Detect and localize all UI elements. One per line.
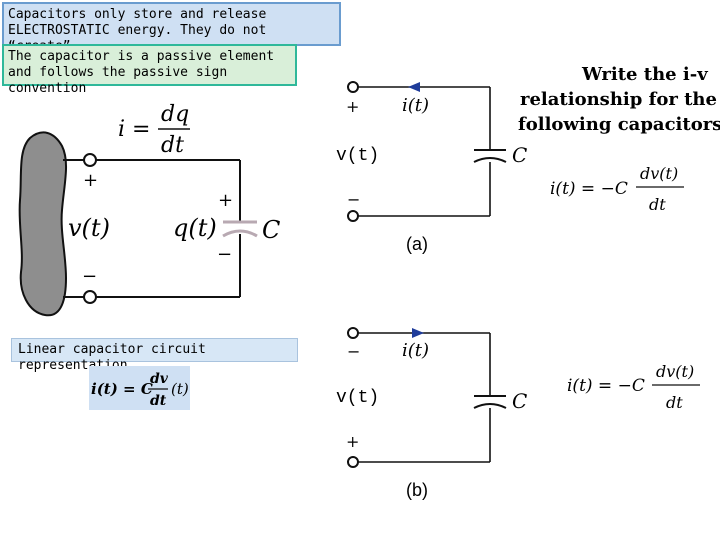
circuit-b-plus: +: [346, 432, 359, 451]
capacitor-minus: −: [217, 244, 232, 265]
circuit-a-voltage-label: v(t): [336, 146, 379, 166]
prompt-line2: relationship for the: [520, 89, 717, 110]
circuit-b-minus: −: [347, 342, 360, 361]
circuit-b-capacitor-plate-bottom: [473, 403, 507, 409]
eq-dt: dt: [161, 133, 184, 158]
linear-eq-rhs: (t): [171, 380, 189, 398]
circuit-a-terminal-top: [347, 81, 359, 93]
answer-a-den: dt: [649, 195, 666, 214]
answer-b-equation: i(t) = −C dv(t) dt: [567, 362, 700, 412]
passive-element-note: The capacitor is a passive element and f…: [2, 44, 297, 96]
electrostatic-note: Capacitors only store and release ELECTR…: [2, 2, 341, 54]
circuit-b-capacitor-label: C: [512, 389, 527, 413]
circuit-a: + i(t) v(t) − C (a): [336, 81, 527, 254]
linear-eq-dt: dt: [150, 393, 167, 409]
circuit-b-caption: (b): [406, 480, 428, 500]
left-terminal-top: [83, 153, 97, 167]
left-terminal-bottom: [83, 290, 97, 304]
prompt-line3: following capacitors.: [518, 114, 720, 135]
circuit-b-terminal-top: [347, 327, 359, 339]
answer-a-lhs: i(t) = −C: [550, 179, 628, 199]
circuit-a-capacitor-plate-bottom: [473, 157, 507, 163]
circuit-b-terminal-bottom: [347, 456, 359, 468]
circuit-b: − i(t) v(t) + C (b): [336, 327, 527, 500]
circuit-b-voltage-label: v(t): [336, 388, 379, 408]
circuit-a-terminal-bottom: [347, 210, 359, 222]
source-plus: +: [83, 170, 98, 191]
linear-capacitor-equation: i(t) = C dv dt (t): [91, 371, 189, 409]
circuit-a-capacitor-label: C: [512, 143, 527, 167]
linear-eq-lhs: i(t) = C: [91, 380, 153, 398]
source-voltage-label: v(t): [68, 214, 110, 242]
capacitor-label: C: [262, 216, 280, 244]
source-minus: −: [82, 266, 97, 287]
passive-note-line1: The capacitor is a passive element: [8, 49, 275, 64]
circuit-a-current-arrow: [408, 82, 420, 92]
answer-a-num: dv(t): [640, 164, 678, 183]
electrostatic-note-line1: Capacitors only store and release: [8, 7, 267, 22]
left-capacitor-plate-bottom: [222, 229, 258, 238]
answer-b-den: dt: [666, 393, 683, 412]
capacitor-plus: +: [218, 190, 233, 211]
linear-equation-box: [89, 366, 190, 410]
answer-b-num: dv(t): [656, 362, 694, 381]
eq-dq: dq: [161, 102, 189, 127]
circuit-a-plus: +: [346, 97, 359, 116]
circuit-b-current-label: i(t): [402, 340, 429, 361]
source-blob: [18, 131, 68, 317]
charge-label: q(t): [173, 214, 217, 242]
circuit-a-minus: −: [347, 190, 360, 209]
eq-i-lhs: i =: [118, 117, 150, 142]
circuit-a-current-label: i(t): [402, 95, 429, 116]
circuit-a-caption: (a): [406, 234, 428, 254]
answer-b-lhs: i(t) = −C: [567, 376, 645, 396]
passive-note-line2: and follows the passive sign convention: [8, 65, 228, 96]
circuit-b-current-arrow: [412, 328, 424, 338]
linear-eq-dv: dv: [150, 371, 169, 387]
left-capacitor-circuit: i = dq dt + v(t) − q(t) + − C: [18, 102, 280, 317]
prompt-line1: Write the i-v: [581, 64, 708, 85]
answer-a-equation: i(t) = −C dv(t) dt: [550, 164, 684, 214]
prompt-text: Write the i-v relationship for the follo…: [518, 64, 720, 135]
